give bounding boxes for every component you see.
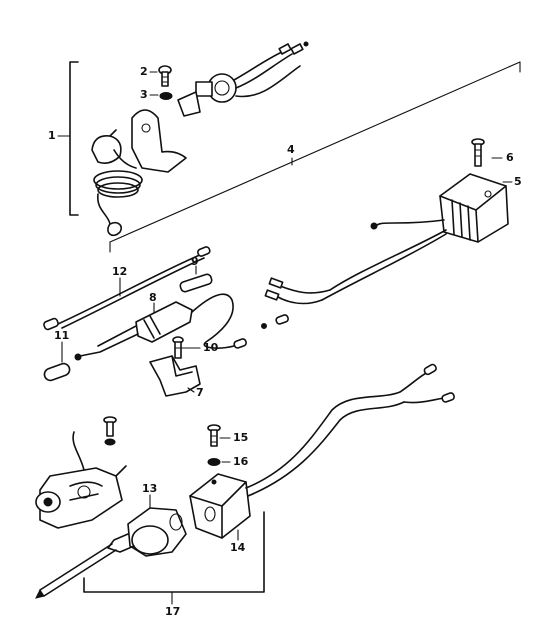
callout-5: 5 [514, 175, 522, 188]
callout-7: 7 [196, 386, 204, 399]
callout-11: 11 [54, 329, 70, 342]
callout-17: 17 [165, 605, 181, 618]
callout-9: 9 [191, 255, 199, 268]
bracket-assembly-17 [83, 511, 265, 605]
fuse-part-9 [179, 265, 213, 293]
bracket-assembly-1 [57, 61, 79, 216]
callout-1: 1 [48, 129, 56, 142]
regulator-part-5 [264, 173, 509, 305]
tube-part-11 [43, 341, 71, 382]
callout-13: 13 [142, 482, 158, 495]
clamp-part-7 [149, 355, 201, 397]
screw-part-6 [471, 138, 503, 167]
leader-assembly-4 [109, 61, 521, 253]
callout-15: 15 [233, 431, 249, 444]
callout-2: 2 [140, 65, 148, 78]
fuse-holder-part-8 [74, 293, 289, 361]
screw-part-10 [172, 336, 201, 359]
screw-part-2 [149, 65, 172, 87]
callout-16: 16 [233, 455, 249, 468]
callout-12: 12 [112, 265, 128, 278]
callout-10: 10 [203, 341, 219, 354]
plug-part-13 [35, 494, 187, 599]
callout-6: 6 [506, 151, 514, 164]
wire-part-12 [43, 246, 211, 331]
washer-part-16 [207, 458, 231, 466]
coupler-part-14 [189, 363, 455, 541]
callout-4: 4 [287, 143, 295, 156]
switch-assembly-part-1 [91, 41, 309, 237]
callout-8: 8 [149, 291, 157, 304]
screw-part-15 [207, 424, 231, 447]
pickup-coil-assembly [35, 416, 127, 529]
callout-14: 14 [230, 541, 246, 554]
washer-part-3 [149, 92, 173, 100]
callout-3: 3 [140, 88, 148, 101]
